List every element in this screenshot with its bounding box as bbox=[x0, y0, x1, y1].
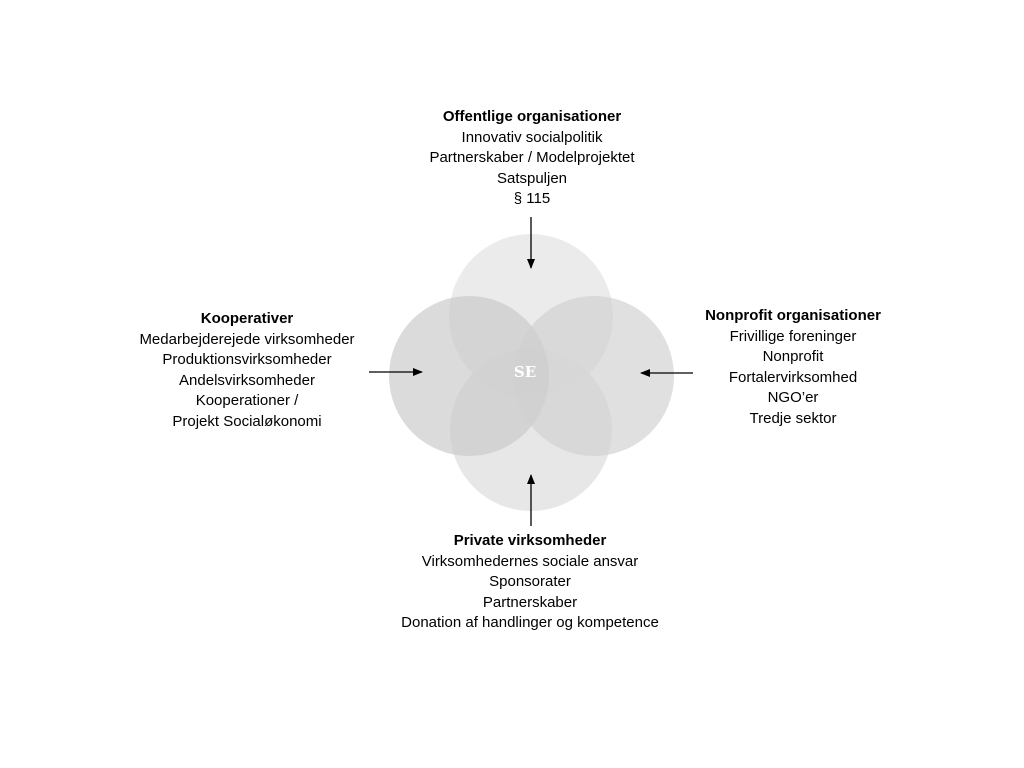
public-line: Satspuljen bbox=[496, 169, 568, 187]
public-line: Partnerskaber / Modelprojektet bbox=[429, 149, 635, 166]
cooperatives-heading: Kooperativer bbox=[200, 310, 294, 327]
nonprofit-line: NGO’er bbox=[767, 389, 819, 406]
cooperatives-line: Kooperationer / bbox=[195, 392, 299, 409]
cooperatives-line: Produktionsvirksomheder bbox=[162, 351, 332, 368]
circle-cooperatives bbox=[389, 296, 549, 456]
nonprofit-organisations-block: Nonprofit organisationer Frivillige fore… bbox=[643, 306, 943, 429]
circle-nonprofit bbox=[514, 296, 674, 456]
cooperatives-line: Projekt Socialøkonomi bbox=[172, 412, 322, 430]
cooperatives-line: Andelsvirksomheder bbox=[179, 371, 315, 389]
private-line: Virksomhedernes sociale ansvar bbox=[421, 552, 639, 570]
circles-group bbox=[389, 234, 674, 511]
nonprofit-line: Tredje sektor bbox=[749, 409, 837, 427]
private-line: Partnerskaber bbox=[482, 593, 578, 611]
public-organisations-block: Offentlige organisationer Innovativ soci… bbox=[332, 107, 732, 210]
cooperatives-block: Kooperativer Medarbejderejede virksomhed… bbox=[97, 309, 397, 432]
private-companies-block: Private virksomheder Virksomhedernes soc… bbox=[330, 531, 730, 634]
private-line: Donation af handlinger og kompetence bbox=[401, 614, 659, 631]
public-line: § 115 bbox=[513, 190, 551, 207]
cooperatives-line: Medarbejderejede virksomheder bbox=[139, 330, 355, 348]
nonprofit-line: Frivillige foreninger bbox=[729, 327, 857, 345]
private-line: Sponsorater bbox=[489, 573, 571, 590]
nonprofit-organisations-heading: Nonprofit organisationer bbox=[705, 307, 881, 324]
nonprofit-line: Nonprofit bbox=[762, 348, 824, 365]
nonprofit-line: Fortalervirksomhed bbox=[728, 368, 858, 386]
center-label: SE bbox=[514, 363, 536, 381]
private-companies-heading: Private virksomheder bbox=[453, 532, 607, 549]
public-organisations-heading: Offentlige organisationer bbox=[442, 108, 622, 125]
arrows-group bbox=[369, 217, 693, 526]
public-line: Innovativ socialpolitik bbox=[461, 128, 603, 146]
